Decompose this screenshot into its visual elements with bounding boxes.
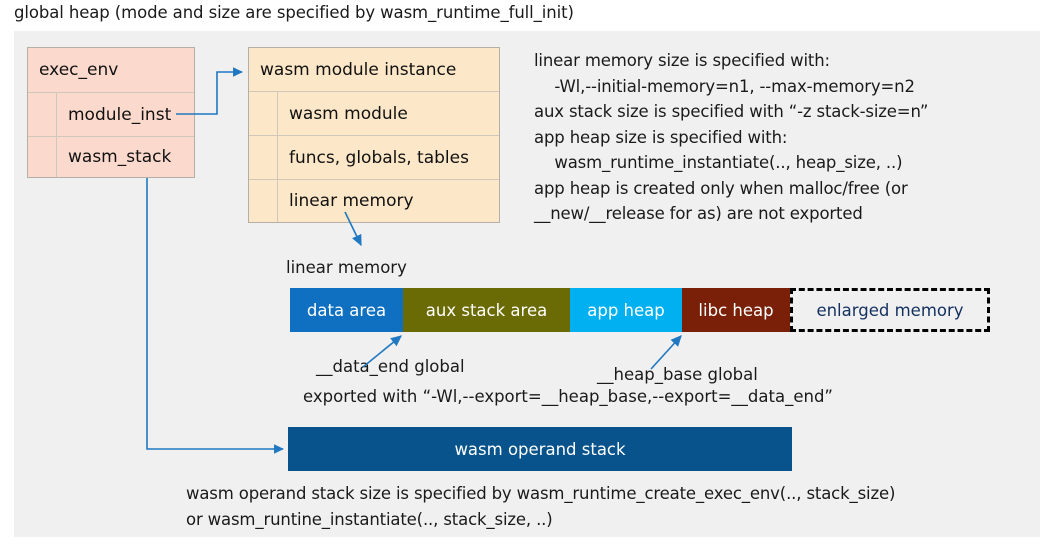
memory-segment-app-heap: app heap [570, 288, 682, 332]
exec-env-field-label: module_inst [68, 104, 172, 125]
exec-env-box: exec_env module_inst wasm_stack [27, 47, 195, 178]
memory-segment-label: libc heap [698, 300, 774, 320]
memory-segment-label: aux stack area [425, 300, 548, 320]
linear-memory-bar: data area aux stack area app heap libc heap… [290, 288, 990, 332]
module-instance-field-wasm-module: wasm module [249, 92, 499, 136]
module-instance-gutter [249, 180, 278, 222]
memory-config-notes: linear memory size is specified with: -W… [534, 51, 929, 223]
exec-env-gutter [28, 137, 57, 177]
module-instance-field-label: linear memory [289, 191, 414, 211]
memory-segment-aux-stack-area: aux stack area [403, 288, 570, 332]
export-flags-note: exported with “-Wl,--export=__heap_base,… [303, 387, 833, 406]
module-instance-field-linear-memory: linear memory [249, 180, 499, 222]
module-instance-field-funcs-globals-tables: funcs, globals, tables [249, 136, 499, 180]
memory-segment-label: app heap [587, 300, 665, 320]
wasm-module-instance-box: wasm module instance wasm module funcs, … [248, 47, 500, 223]
linear-memory-label: linear memory [286, 258, 407, 277]
memory-segment-libc-heap: libc heap [682, 288, 790, 332]
exec-env-field-wasm-stack: wasm_stack [28, 137, 194, 177]
module-instance-gutter [249, 92, 278, 135]
exec-env-gutter [28, 93, 57, 136]
memory-segment-label: enlarged memory [816, 300, 964, 320]
page-title: global heap (mode and size are specified… [14, 3, 574, 22]
exec-env-field-module-inst: module_inst [28, 93, 194, 137]
exec-env-header-row: exec_env [28, 48, 194, 93]
exec-env-header-label: exec_env [39, 60, 119, 80]
data-end-global-label: __data_end global [316, 357, 465, 376]
module-instance-header-label: wasm module instance [260, 59, 457, 80]
heap-base-global-label: __heap_base global [597, 365, 758, 384]
module-instance-field-label: funcs, globals, tables [289, 147, 469, 168]
exec-env-field-label: wasm_stack [68, 147, 172, 167]
operand-stack-size-note: wasm operand stack size is specified by … [186, 484, 896, 529]
module-instance-field-label: wasm module [289, 103, 408, 124]
module-instance-gutter [249, 136, 278, 179]
wasm-operand-stack-bar: wasm operand stack [288, 427, 792, 471]
module-instance-header-row: wasm module instance [249, 48, 499, 92]
memory-segment-label: data area [306, 300, 387, 320]
memory-segment-data-area: data area [290, 288, 403, 332]
memory-segment-enlarged-memory: enlarged memory [790, 288, 990, 332]
